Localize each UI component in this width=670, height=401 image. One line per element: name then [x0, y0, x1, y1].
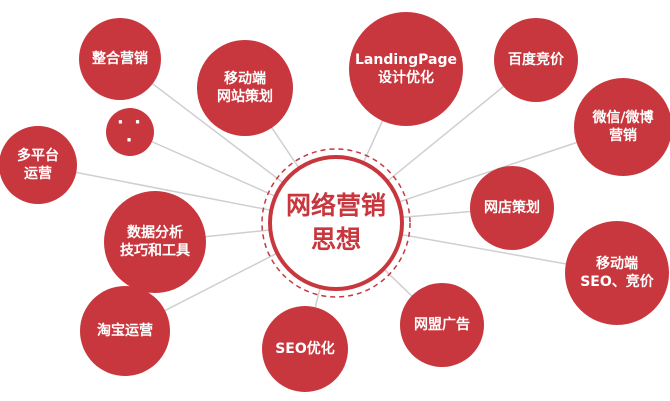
hub-outer-ring [268, 155, 404, 291]
node-more: · · · [106, 108, 154, 156]
node-data-analysis-skills: 数据分析 技巧和工具 [104, 191, 206, 293]
node-online-store-planning: 网店策划 [470, 166, 554, 250]
node-integrated-marketing: 整合营销 [79, 18, 161, 100]
hub-circle: 网络营销 思想 [269, 156, 403, 290]
node-label: 网店策划 [484, 200, 540, 216]
node-label: 移动端 网站策划 [217, 71, 273, 105]
node-label: · · · [117, 112, 143, 151]
node-label: SEO优化 [275, 341, 335, 357]
node-multi-platform-ops: 多平台 运营 [0, 126, 77, 204]
node-label: 多平台 运营 [17, 148, 59, 182]
node-label: 整合营销 [92, 51, 148, 67]
hub-dashed-ring [261, 148, 411, 298]
node-label: 数据分析 技巧和工具 [120, 225, 190, 259]
node-label: 移动端 SEO、竞价 [580, 256, 654, 290]
node-label: 淘宝运营 [97, 323, 153, 339]
node-alliance-ads: 网盟广告 [400, 283, 484, 367]
node-mobile-seo-bidding: 移动端 SEO、竞价 [565, 221, 669, 325]
node-baidu-bidding: 百度竞价 [494, 18, 578, 102]
node-wechat-weibo-marketing: 微信/微博 营销 [574, 78, 670, 176]
node-landing-page-design: LandingPage 设计优化 [349, 12, 463, 126]
node-mobile-site-planning: 移动端 网站策划 [197, 40, 293, 136]
node-label: 百度竞价 [508, 52, 564, 68]
node-label: LandingPage 设计优化 [355, 52, 457, 86]
node-taobao-ops: 淘宝运营 [80, 286, 170, 376]
node-seo-optimization: SEO优化 [262, 306, 348, 392]
hub-label: 网络营销 思想 [285, 191, 386, 254]
node-label: 网盟广告 [414, 317, 470, 333]
node-label: 微信/微博 营销 [592, 110, 654, 144]
